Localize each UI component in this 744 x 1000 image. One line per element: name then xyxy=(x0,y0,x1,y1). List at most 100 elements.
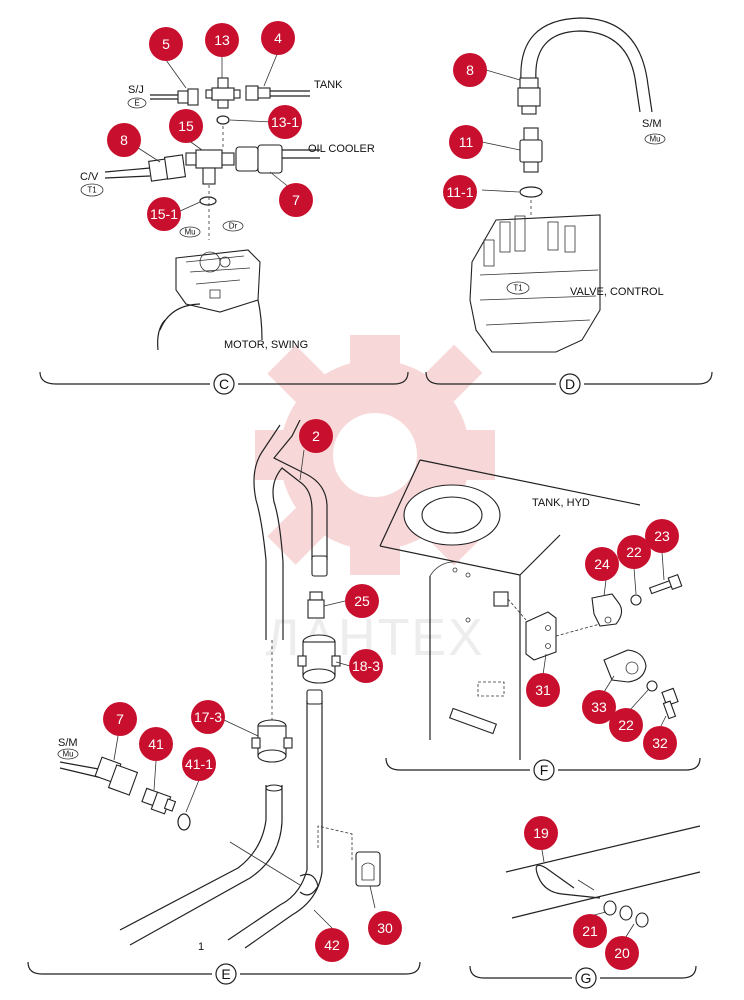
callout-15-1: 15-1 xyxy=(147,197,181,231)
svg-text:11: 11 xyxy=(459,134,474,150)
callout-31: 31 xyxy=(526,673,560,707)
svg-text:15-1: 15-1 xyxy=(150,206,178,222)
svg-text:G: G xyxy=(581,970,592,986)
nut-21 xyxy=(603,900,617,916)
clamp-18-3 xyxy=(297,634,341,684)
svg-text:2: 2 xyxy=(312,428,320,444)
svg-text:22: 22 xyxy=(618,717,634,733)
callout-41-1: 41-1 xyxy=(182,747,216,781)
svg-text:E: E xyxy=(221,966,230,982)
callout-8-d: 8 xyxy=(453,53,487,87)
section-e: 1 S/M Mu xyxy=(27,419,421,975)
port-t1-d: T1 xyxy=(506,281,530,295)
bracket-31 xyxy=(525,611,557,661)
tank-hyd xyxy=(379,459,641,760)
section-badge-c: C xyxy=(213,373,235,395)
svg-text:T1: T1 xyxy=(513,284,523,293)
svg-text:42: 42 xyxy=(324,937,340,953)
hose-2 xyxy=(253,419,328,640)
svg-text:31: 31 xyxy=(535,682,551,698)
bolt-23 xyxy=(648,573,683,595)
callout-22-b: 22 xyxy=(609,708,643,742)
washer-22a xyxy=(630,594,642,606)
callout-41: 41 xyxy=(139,727,173,761)
svg-text:7: 7 xyxy=(292,192,300,208)
label-sm-e: S/M xyxy=(58,737,78,749)
o-ring-15-1 xyxy=(199,196,217,206)
svg-text:18-3: 18-3 xyxy=(352,658,380,674)
u-bolt-19 xyxy=(535,864,601,899)
callout-17-3: 17-3 xyxy=(191,700,225,734)
svg-text:5: 5 xyxy=(162,36,170,52)
label-valve-control: VALVE, CONTROL xyxy=(570,286,664,298)
svg-text:13-1: 13-1 xyxy=(271,114,299,130)
tee-15 xyxy=(185,149,235,185)
svg-text:15: 15 xyxy=(178,118,194,134)
hose-8-d-fitting xyxy=(517,77,541,115)
svg-text:33: 33 xyxy=(591,699,607,715)
adapter-11 xyxy=(519,127,543,173)
callout-7-e: 7 xyxy=(103,702,137,736)
svg-text:25: 25 xyxy=(354,593,370,609)
svg-text:20: 20 xyxy=(614,945,630,961)
svg-text:24: 24 xyxy=(594,556,610,572)
hose-42 xyxy=(227,700,323,949)
motor-swing xyxy=(157,249,263,351)
svg-text:41-1: 41-1 xyxy=(185,756,213,772)
svg-text:8: 8 xyxy=(466,62,474,78)
callout-8-c: 8 xyxy=(107,123,141,157)
fitting-4 xyxy=(245,85,310,101)
port-mu-e: Mu xyxy=(57,748,79,760)
callout-19: 19 xyxy=(524,816,558,850)
svg-text:7: 7 xyxy=(116,711,124,727)
svg-text:C: C xyxy=(219,376,229,392)
hose-7-e xyxy=(94,756,139,796)
callout-11-1: 11-1 xyxy=(443,175,477,209)
adapter-41 xyxy=(141,787,177,815)
callout-18-3: 18-3 xyxy=(349,649,383,683)
clip-30 xyxy=(317,825,381,887)
port-t1-c: T1 xyxy=(80,183,104,197)
section-badge-g: G xyxy=(575,967,597,989)
clamp-24 xyxy=(591,593,623,627)
port-dr-c: Dr xyxy=(222,220,244,232)
callout-24: 24 xyxy=(585,547,619,581)
label-sm-d: S/M xyxy=(642,118,662,130)
callout-20: 20 xyxy=(605,936,639,970)
tee-13 xyxy=(205,77,241,109)
callout-33: 33 xyxy=(582,690,616,724)
svg-text:F: F xyxy=(540,762,549,778)
callout-4: 4 xyxy=(261,21,295,55)
fitting-5 xyxy=(177,88,199,106)
section-badge-d: D xyxy=(559,373,581,395)
callout-15: 15 xyxy=(169,109,203,143)
callout-2: 2 xyxy=(299,419,333,453)
port-mu-d: Mu xyxy=(644,133,666,145)
svg-text:Mu: Mu xyxy=(62,750,73,759)
svg-text:4: 4 xyxy=(274,30,282,46)
bolt-25 xyxy=(307,591,325,619)
section-g xyxy=(469,825,701,979)
o-ring-13-1 xyxy=(216,115,230,125)
label-tank: TANK xyxy=(314,79,343,91)
section-c: S/J E TANK xyxy=(39,51,409,385)
bolt-32 xyxy=(661,687,679,720)
callout-25: 25 xyxy=(345,584,379,618)
hose-8-d xyxy=(520,17,653,113)
port-e: E xyxy=(127,97,147,109)
label-sj: S/J xyxy=(128,84,144,96)
svg-text:D: D xyxy=(565,376,575,392)
svg-text:21: 21 xyxy=(582,923,598,939)
svg-text:Mu: Mu xyxy=(649,135,660,144)
hose-1 xyxy=(119,785,283,946)
svg-text:19: 19 xyxy=(533,825,549,841)
clamp-33 xyxy=(603,649,647,683)
label-cv: C/V xyxy=(80,171,99,183)
clamp-17-3 xyxy=(251,719,293,763)
washer-20 xyxy=(619,905,649,928)
svg-text:Mu: Mu xyxy=(184,228,195,237)
port-mu-c: Mu xyxy=(179,226,201,238)
svg-text:T1: T1 xyxy=(87,186,97,195)
hose-7-c xyxy=(235,144,320,174)
